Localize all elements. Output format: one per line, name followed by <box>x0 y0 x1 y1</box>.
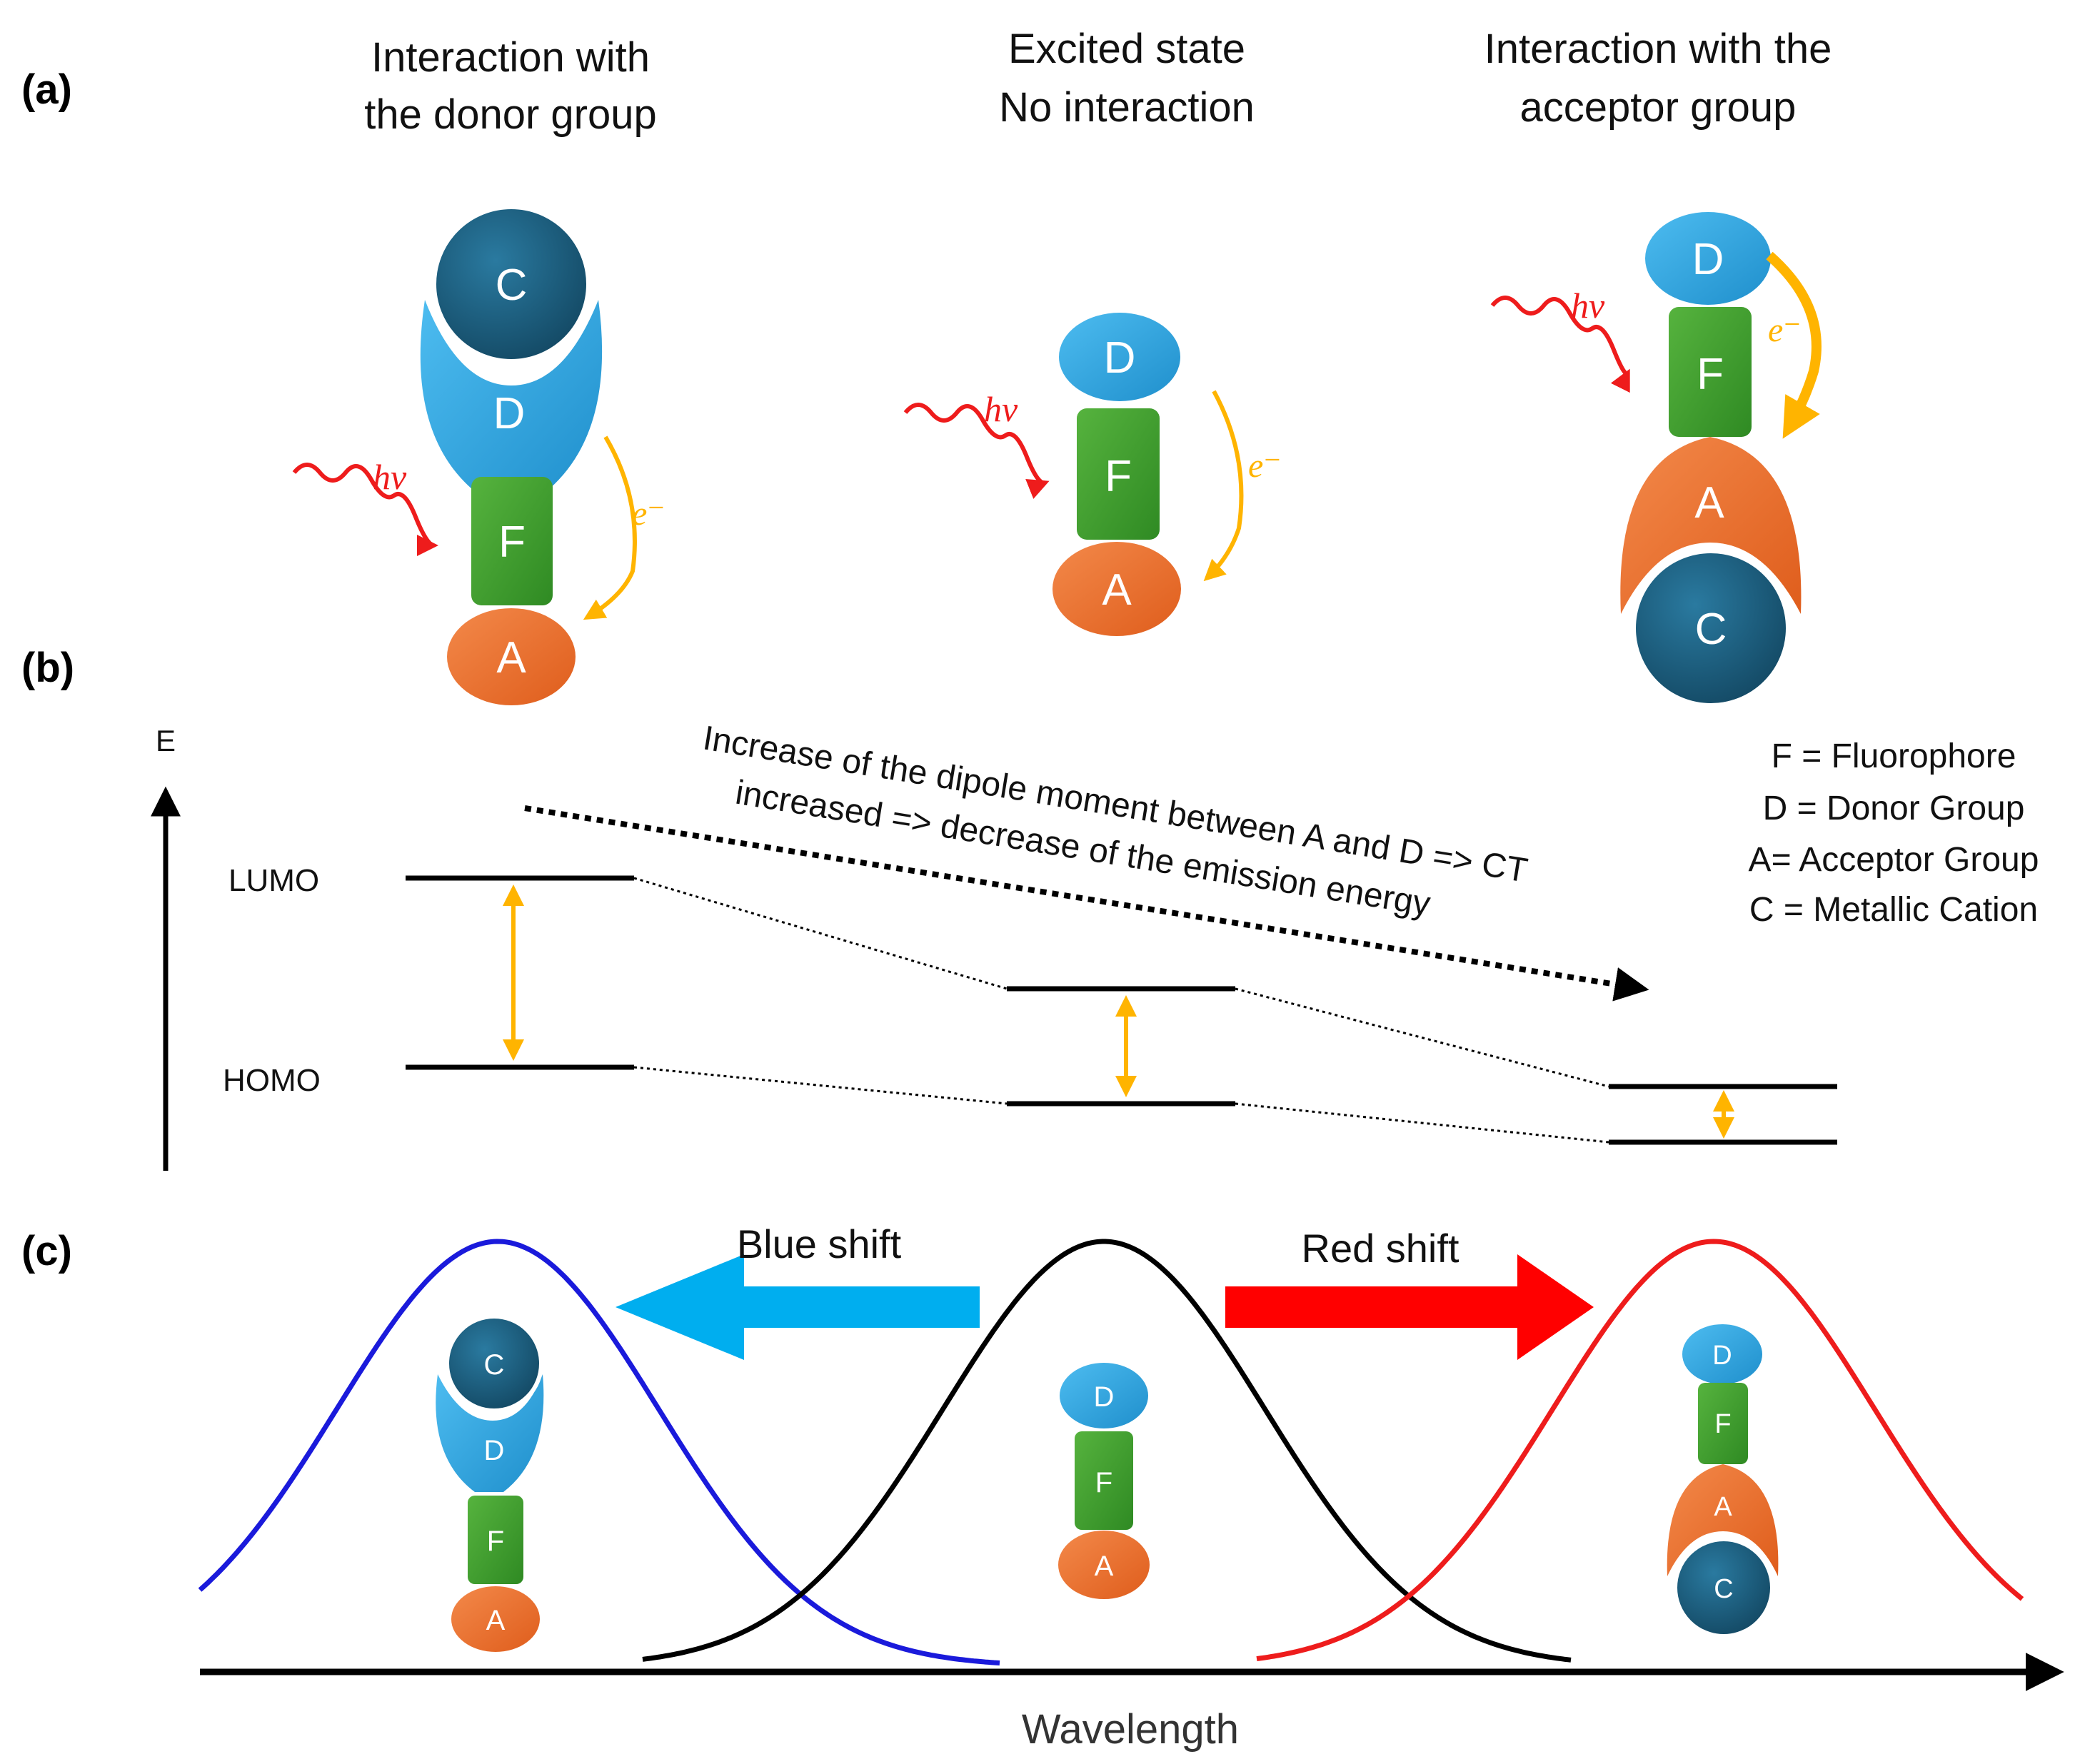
red-shift-label: Red shift <box>1302 1226 1459 1271</box>
cation-circle <box>445 1314 543 1413</box>
cation-letter: C <box>1714 1574 1733 1604</box>
donor-cup-shape <box>420 300 603 500</box>
fluorophore-letter: F <box>1697 350 1724 399</box>
cation-circle <box>1673 1537 1774 1638</box>
panel-b-label: (b) <box>21 645 74 691</box>
free-complex: D F A <box>1052 313 1181 636</box>
donor-complex-small: C D F A <box>436 1314 544 1652</box>
acceptor-complex: D F A C <box>1620 212 1802 710</box>
cation-letter: C <box>484 1349 505 1381</box>
fluorophore-letter: F <box>498 518 526 567</box>
fluorophore-letter: F <box>1714 1409 1731 1439</box>
electron-label-3: e⁻ <box>1768 311 1802 349</box>
wavelength-axis-label: Wavelength <box>1022 1706 1239 1753</box>
black-emission-curve <box>642 1239 1572 1663</box>
acceptor-letter: A <box>1102 565 1132 615</box>
acceptor-letter: A <box>1694 478 1724 528</box>
cation-letter: C <box>1695 605 1727 654</box>
donor-cup-shape <box>436 1374 544 1492</box>
acceptor-ellipse <box>1052 542 1181 636</box>
donor-letter: D <box>493 389 526 438</box>
excited-title-line1: Excited state <box>1008 26 1245 72</box>
excited-title-line2: No interaction <box>999 84 1255 131</box>
electron-label-2: e⁻ <box>1248 447 1282 485</box>
homo-label: HOMO <box>223 1063 321 1098</box>
blue-shift-arrow <box>616 1254 980 1360</box>
cation-circle <box>429 202 593 366</box>
legend-item: A= Acceptor Group <box>1749 841 2039 879</box>
donor-letter: D <box>1692 235 1724 284</box>
donor-ellipse <box>1059 313 1180 401</box>
panel-a-label: (a) <box>21 66 72 113</box>
donor-ellipse <box>1682 1324 1762 1384</box>
donor-title-line1: Interaction with <box>371 34 650 81</box>
acceptor-letter: A <box>1714 1492 1732 1522</box>
red-emission-curve <box>1256 1239 2024 1662</box>
donor-letter: D <box>484 1435 505 1466</box>
free-complex-small: D F A <box>1058 1363 1150 1599</box>
acceptor-ellipse <box>447 608 576 705</box>
homo-connector-2 <box>1235 1102 1609 1144</box>
fluorophore-block <box>1669 307 1752 437</box>
lumo-connector-1 <box>633 877 1008 990</box>
donor-letter: D <box>1104 333 1136 383</box>
donor-ellipse <box>1060 1363 1148 1428</box>
energy-axis-label: E <box>156 724 176 757</box>
fluorophore-letter: F <box>1095 1467 1112 1498</box>
fluorophore-block <box>1077 408 1160 540</box>
red-shift-arrow <box>1225 1254 1594 1360</box>
fluorophore-block <box>1698 1383 1748 1464</box>
photon-wave-2 <box>903 403 1050 499</box>
fluorophore-block <box>1075 1431 1133 1530</box>
lumo-connector-2 <box>1235 987 1609 1088</box>
fluorophore-block <box>468 1496 523 1584</box>
photon-label-2: hν <box>984 389 1018 429</box>
donor-complex: C D F A <box>420 202 603 705</box>
photon-wave-1 <box>292 463 438 556</box>
electron-label-1: e⁻ <box>632 495 665 533</box>
legend-item: D = Donor Group <box>1763 790 2025 827</box>
fluorophore-letter: F <box>1105 452 1132 501</box>
electron-arrow-1 <box>583 435 637 620</box>
acceptor-ellipse <box>1058 1531 1150 1599</box>
acceptor-title-line2: acceptor group <box>1520 84 1797 131</box>
panel-c-label: (c) <box>21 1228 72 1274</box>
legend-item: F = Fluorophore <box>1772 737 2016 775</box>
fluorophore-block <box>471 477 553 605</box>
donor-letter: D <box>1094 1381 1115 1413</box>
fluorophore-letter: F <box>487 1526 504 1557</box>
acceptor-letter: A <box>486 1605 506 1636</box>
acceptor-letter: A <box>496 633 526 682</box>
cation-circle <box>1629 546 1793 710</box>
donor-ellipse <box>1645 212 1771 305</box>
electron-arrow-3 <box>1766 251 1822 439</box>
photon-label-1: hν <box>373 457 407 497</box>
acceptor-cup-shape <box>1667 1464 1779 1576</box>
legend-item: C = Metallic Cation <box>1749 891 2038 929</box>
acceptor-ellipse <box>451 1586 540 1652</box>
electron-arrow-2 <box>1203 390 1244 582</box>
legend: F = Fluorophore D = Donor Group A= Accep… <box>1749 737 2039 929</box>
acceptor-title-line1: Interaction with the <box>1484 26 1832 72</box>
homo-connector-1 <box>633 1066 1008 1105</box>
donor-title-line2: the donor group <box>364 91 657 138</box>
donor-letter: D <box>1712 1341 1732 1371</box>
acceptor-cup-shape <box>1620 437 1802 614</box>
lumo-label: LUMO <box>228 863 319 898</box>
blue-emission-curve <box>198 1239 1000 1665</box>
acceptor-letter: A <box>1095 1551 1114 1582</box>
photon-wave-3 <box>1490 296 1630 393</box>
blue-shift-label: Blue shift <box>737 1221 902 1266</box>
cation-letter: C <box>496 261 528 310</box>
photon-label-3: hν <box>1571 286 1605 326</box>
acceptor-complex-small: D F A C <box>1667 1324 1779 1638</box>
